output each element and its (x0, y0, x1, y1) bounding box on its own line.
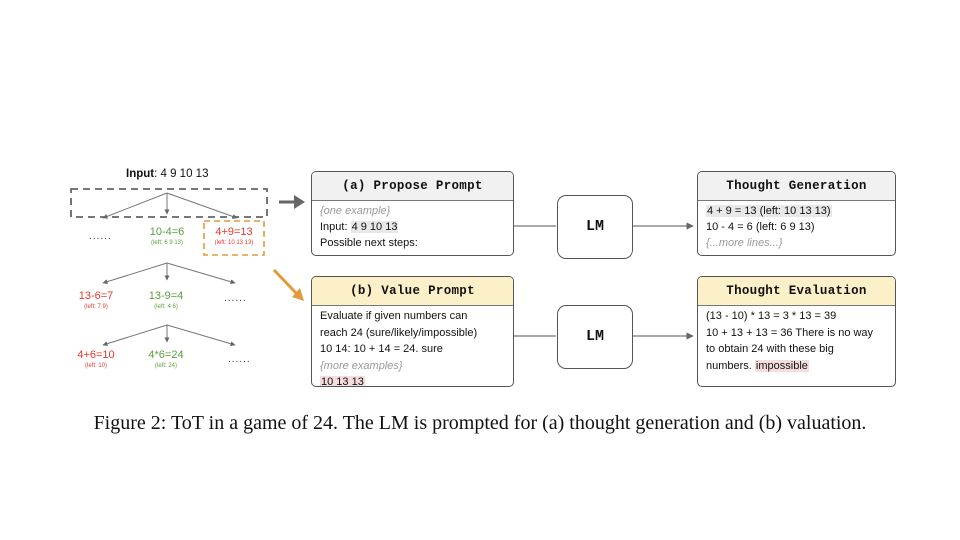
arrow-to-value (272, 268, 299, 296)
tree-node: 4+9=13 (left: 10 13 13) (204, 226, 264, 248)
evaluation-line: (13 - 10) * 13 = 3 * 13 = 39 (706, 310, 837, 322)
generation-line: 4 + 9 = 13 (left: 10 13 13) (706, 203, 887, 219)
node-equation: 4*6=24 (148, 349, 184, 361)
thought-generation-body: 4 + 9 = 13 (left: 10 13 13) 10 - 4 = 6 (… (698, 201, 895, 251)
propose-prompt-body: {one example} Input: 4 9 10 13 Possible … (312, 201, 513, 251)
thought-evaluation-box: Thought Evaluation (13 - 10) * 13 = 3 * … (697, 276, 896, 387)
propose-prompt-title: (a) Propose Prompt (312, 172, 513, 201)
value-prompt-body: Evaluate if given numbers can reach 24 (… (312, 306, 513, 387)
tree-node: 13-6=7 (left: 7 9) (66, 290, 126, 312)
tree-edge (102, 262, 168, 285)
evaluation-line: 10 + 13 + 13 = 36 There is no way (706, 326, 874, 339)
tree-edge (102, 192, 168, 219)
input-values: : 4 9 10 13 (154, 168, 209, 180)
node-remaining: (left: 4 6) (154, 304, 178, 310)
figure-caption: Figure 2: ToT in a game of 24. The LM is… (93, 412, 867, 434)
tree-node: 4*6=24 (left: 24) (136, 349, 196, 371)
thought-evaluation-body: (13 - 10) * 13 = 3 * 13 = 39 10 + 13 + 1… (698, 306, 895, 374)
tree-node: 13-9=4 (left: 4 6) (136, 290, 196, 312)
tree-edge (166, 324, 236, 347)
value-placeholder: {more examples} (320, 359, 403, 372)
generation-placeholder: {...more lines...} (706, 237, 783, 249)
value-prompt-title: (b) Value Prompt (312, 277, 513, 306)
propose-input-label: Input: (320, 221, 351, 233)
lm-box-evaluation: LM (557, 305, 633, 369)
value-prompt-box: (b) Value Prompt Evaluate if given numbe… (311, 276, 514, 387)
tree-edge (166, 192, 238, 219)
node-remaining: (left: 10 13 13) (214, 240, 254, 246)
node-remaining: (left: 24) (154, 363, 177, 369)
thought-generation-box: Thought Generation 4 + 9 = 13 (left: 10 … (697, 171, 896, 256)
evaluation-verdict: impossible (754, 359, 809, 372)
input-label: Input: 4 9 10 13 (126, 168, 208, 180)
tree-node: 4+6=10 (left: 10) (66, 349, 126, 371)
value-candidate: 10 13 13 (320, 376, 365, 387)
propose-input-values: 4 9 10 13 (350, 221, 399, 233)
input-dashed-frame (70, 188, 268, 218)
value-line: Evaluate if given numbers can (320, 310, 468, 322)
value-line: 10 13 13 (320, 374, 505, 387)
tree-edge (166, 262, 236, 285)
node-remaining: (left: 7 9) (84, 304, 108, 310)
tree-node: 10-4=6 (left: 6 9 13) (137, 226, 197, 248)
lm-box-generation: LM (557, 195, 633, 259)
propose-placeholder: {one example} (320, 205, 391, 217)
value-line: reach 24 (sure/likely/impossible) (320, 326, 478, 339)
thought-evaluation-title: Thought Evaluation (698, 277, 895, 306)
node-equation: 4+6=10 (77, 349, 115, 361)
tree-ellipsis: ...... (89, 231, 112, 242)
evaluation-prefix: numbers. (706, 359, 755, 372)
selected-node-frame (203, 220, 265, 256)
node-remaining: (left: 6 9 13) (150, 240, 183, 246)
propose-prompt-box: (a) Propose Prompt {one example} Input: … (311, 171, 514, 256)
node-equation: 13-9=4 (148, 290, 184, 302)
generation-line: 10 - 4 = 6 (left: 6 9 13) (706, 221, 815, 233)
node-equation: 4+9=13 (215, 226, 253, 238)
generation-line-text: 4 + 9 = 13 (left: 10 13 13) (706, 205, 832, 217)
node-equation: 10-4=6 (149, 226, 185, 238)
evaluation-line: to obtain 24 with these big (706, 343, 834, 355)
input-label-bold: Input (126, 168, 155, 180)
evaluation-line: numbers. impossible (706, 358, 887, 375)
propose-next-steps: Possible next steps: (320, 237, 418, 249)
propose-input-line: Input: 4 9 10 13 (320, 219, 505, 235)
thought-generation-title: Thought Generation (698, 172, 895, 201)
tree-ellipsis: ...... (228, 354, 251, 365)
value-line: 10 14: 10 + 14 = 24. sure (320, 343, 443, 355)
tree-edge (102, 324, 168, 347)
node-remaining: (left: 10) (84, 363, 107, 369)
tree-ellipsis: ...... (224, 293, 247, 304)
node-equation: 13-6=7 (78, 290, 114, 302)
